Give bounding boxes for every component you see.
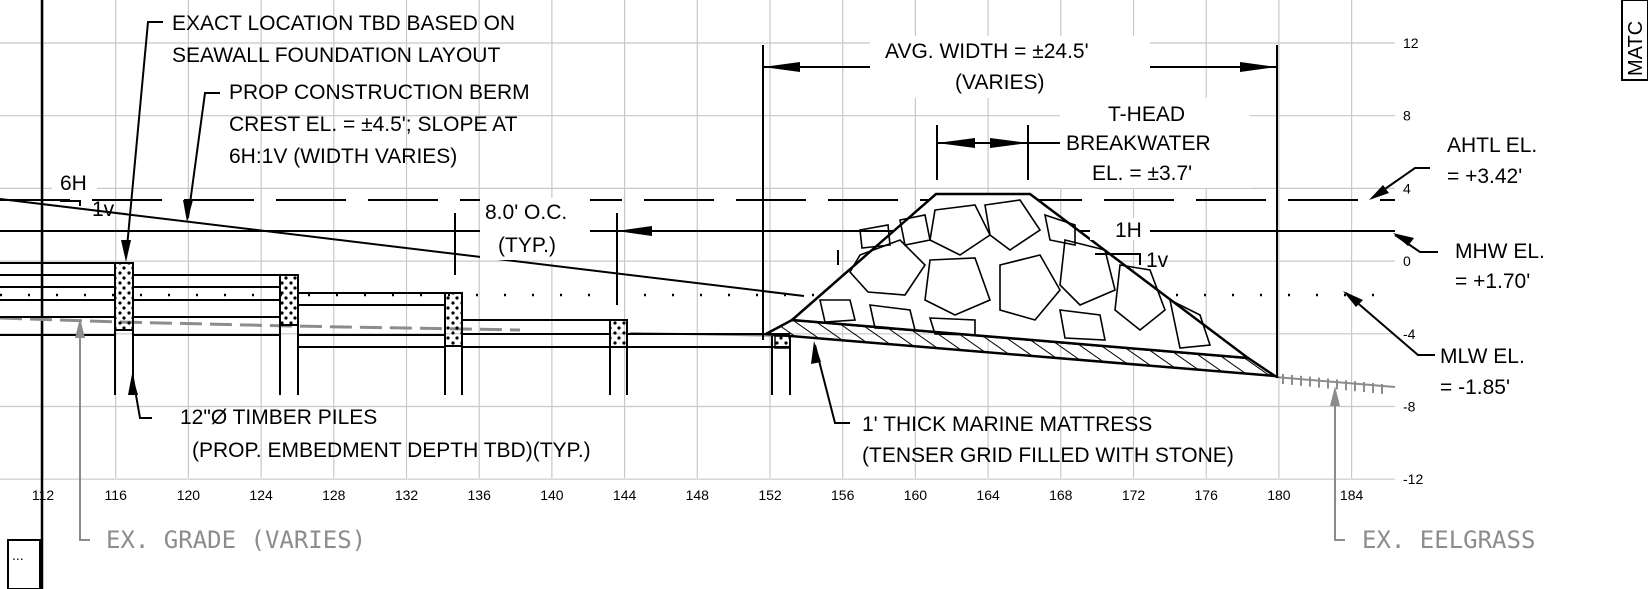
slope-1v-right: 1v	[1146, 249, 1169, 272]
breakwater-stone	[788, 192, 1253, 360]
x-tick-label: 172	[1122, 487, 1146, 503]
note-berm-line1: PROP CONSTRUCTION BERM	[229, 81, 530, 104]
piles-line2: (PROP. EMBEDMENT DEPTH TBD)(TYP.)	[192, 439, 591, 462]
x-tick-label: 132	[395, 487, 419, 503]
corner-box-label: ...	[12, 547, 24, 563]
pile-cap-2	[279, 274, 299, 326]
x-tick-label: 184	[1340, 487, 1364, 503]
x-tick-label: 136	[468, 487, 492, 503]
x-tick-label: 176	[1195, 487, 1219, 503]
x-tick-label: 120	[177, 487, 201, 503]
x-tick-label: 164	[976, 487, 1000, 503]
t-head-dimension	[936, 125, 1060, 180]
slope-1v-left: 1v	[92, 198, 115, 221]
piles-line1: 12"Ø TIMBER PILES	[180, 406, 377, 429]
x-tick-label: 156	[831, 487, 855, 503]
ex-eelgrass-label: EX. EELGRASS	[1362, 526, 1535, 554]
note-berm-line2: CREST EL. = ±4.5'; SLOPE AT	[229, 113, 518, 136]
x-tick-label: 148	[686, 487, 710, 503]
x-tick-label: 152	[758, 487, 782, 503]
y-tick-label: -8	[1403, 399, 1416, 415]
slope-symbols	[60, 200, 1141, 265]
slope-6h: 6H	[60, 172, 87, 195]
thead-line3: EL. = ±3.7'	[1092, 162, 1192, 185]
match-line-box: MATC	[1621, 0, 1648, 81]
note-seawall-line1: EXACT LOCATION TBD BASED ON	[172, 12, 515, 35]
x-tick-label: 140	[540, 487, 564, 503]
mattress-line1: 1' THICK MARINE MATTRESS	[862, 413, 1152, 436]
x-tick-label: 168	[1049, 487, 1073, 503]
pile-cap-4	[609, 319, 628, 348]
y-tick-label: -12	[1403, 471, 1423, 487]
horizontal-grid	[0, 42, 1395, 480]
ahtl-line1: AHTL EL.	[1447, 134, 1537, 157]
leaders	[75, 21, 1438, 541]
x-tick-label: 128	[322, 487, 346, 503]
y-tick-label: 12	[1403, 35, 1419, 51]
timber-piles	[114, 262, 791, 395]
mattress-line2: (TENSER GRID FILLED WITH STONE)	[862, 444, 1234, 467]
mhw-line2: = +1.70'	[1455, 270, 1530, 293]
ahtl-line2: = +3.42'	[1447, 165, 1522, 188]
note-seawall-line2: SEAWALL FOUNDATION LAYOUT	[172, 44, 500, 67]
y-tick-label: 8	[1403, 108, 1411, 124]
eelgrass-marks	[1282, 374, 1383, 394]
y-axis-ticks: 12 8 4 0 -4 -8 -12	[1403, 35, 1423, 487]
mhw-line1: MHW EL.	[1455, 240, 1545, 263]
slope-1h: 1H	[1115, 219, 1142, 242]
x-tick-label: 116	[105, 487, 128, 503]
pile-cap-3	[444, 292, 463, 347]
thead-line2: BREAKWATER	[1066, 132, 1211, 155]
thead-line1: T-HEAD	[1108, 103, 1185, 126]
avg-width-line1: AVG. WIDTH = ±24.5'	[885, 40, 1089, 63]
x-tick-label: 160	[904, 487, 928, 503]
y-tick-label: -4	[1403, 326, 1416, 342]
x-tick-label: 144	[613, 487, 637, 503]
avg-width-dimension	[762, 45, 1278, 378]
ex-grade-label: EX. GRADE (VARIES)	[106, 526, 366, 554]
berm-slope-line	[0, 198, 805, 297]
oc-line1: 8.0' O.C.	[485, 201, 567, 224]
avg-width-line2: (VARIES)	[955, 71, 1044, 94]
x-tick-label: 180	[1267, 487, 1291, 503]
x-tick-label: 124	[249, 487, 273, 503]
existing-grade-line	[0, 316, 521, 332]
annotations: EXACT LOCATION TBD BASED ON SEAWALL FOUN…	[60, 12, 1545, 554]
oc-line2: (TYP.)	[498, 234, 556, 257]
mlw-line1: MLW EL.	[1440, 345, 1525, 368]
pile-cap-1	[114, 262, 134, 331]
mlw-line2: = -1.85'	[1440, 376, 1510, 399]
y-tick-label: 4	[1403, 180, 1411, 196]
corner-box: ...	[7, 539, 41, 589]
match-line-label: MATC	[1625, 21, 1647, 76]
note-berm-line3: 6H:1V (WIDTH VARIES)	[229, 145, 457, 168]
y-tick-label: 0	[1403, 253, 1411, 269]
existing-grade-line-3	[1274, 376, 1396, 388]
